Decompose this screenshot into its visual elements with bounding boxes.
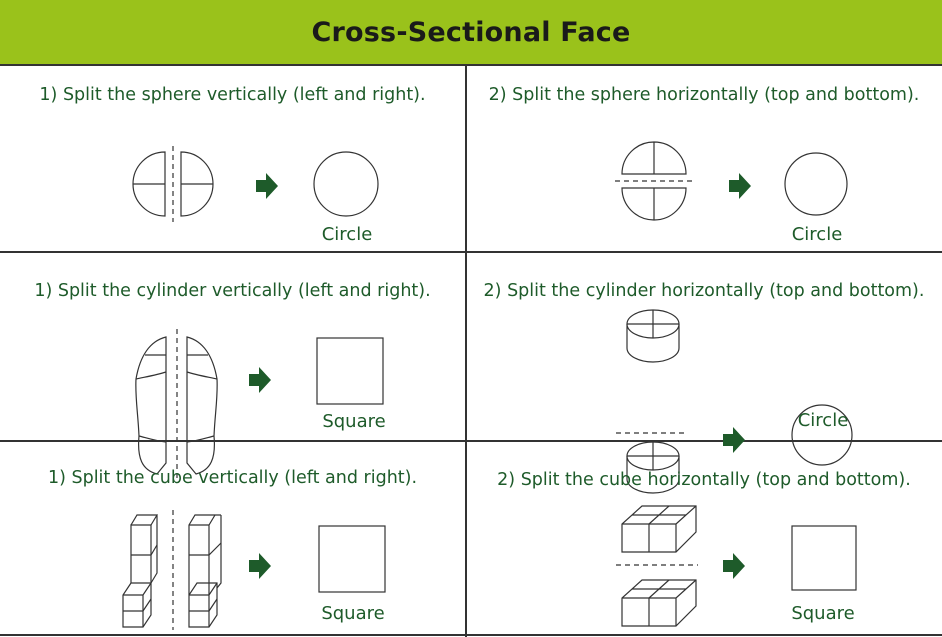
- sphere-horizontal-illustration: [615, 141, 848, 221]
- left-hemisphere: [132, 151, 166, 217]
- result-circle: [784, 152, 848, 216]
- cell-title: 2) Split the cube horizontally (top and …: [497, 470, 911, 490]
- result-square: [318, 525, 386, 593]
- result-label: Circle: [791, 224, 843, 245]
- result-label: Square: [322, 411, 386, 432]
- cell-title: 2) Split the sphere horizontally (top an…: [488, 85, 920, 105]
- grid-divider-row2: [0, 440, 942, 442]
- cylinder-vertical-illustration: [135, 329, 384, 479]
- result-square: [791, 525, 857, 591]
- cube-horizontal-illustration: [616, 505, 857, 627]
- grid-divider-row1: [0, 251, 942, 253]
- arrow-icon: [723, 427, 745, 453]
- arrow-icon: [256, 173, 278, 199]
- left-half-cylinder: [135, 336, 167, 475]
- cell-cylinder-vertical: 1) Split the cylinder vertically (left a…: [0, 251, 465, 479]
- cell-sphere-vertical: 1) Split the sphere vertically (left and…: [0, 64, 465, 251]
- top-slab: [621, 505, 697, 553]
- arrow-icon: [249, 367, 271, 393]
- cell-sphere-horizontal: 2) Split the sphere horizontally (top an…: [466, 64, 942, 251]
- result-circle: [313, 151, 379, 217]
- cube-vertical-illustration: [122, 510, 386, 630]
- sphere-vertical-illustration: [132, 146, 379, 222]
- header-bar: Cross-Sectional Face: [0, 0, 942, 64]
- arrow-icon: [723, 553, 745, 579]
- cell-cylinder-horizontal: 2) Split the cylinder horizontally (top …: [466, 251, 942, 494]
- grid-divider-bottom: [0, 634, 942, 636]
- grid-divider-top: [0, 64, 942, 66]
- diagram-grid: 1) Split the sphere vertically (left and…: [0, 64, 942, 637]
- cell-title: 1) Split the cylinder vertically (left a…: [34, 281, 431, 301]
- right-hemisphere: [180, 151, 214, 217]
- cell-title: 1) Split the sphere vertically (left and…: [39, 85, 426, 105]
- arrow-icon: [729, 173, 751, 199]
- right-half-cylinder: [186, 336, 218, 475]
- cell-cube-horizontal: 2) Split the cube horizontally (top and …: [466, 440, 942, 634]
- bottom-hemisphere: [621, 187, 687, 221]
- cell-title: 2) Split the cylinder horizontally (top …: [483, 281, 925, 301]
- cell-title: 1) Split the cube vertically (left and r…: [47, 468, 418, 488]
- result-label-cylinder-horizontal: Circle: [797, 410, 849, 431]
- result-label: Circle: [321, 224, 373, 245]
- grid-divider-vertical: [465, 64, 467, 637]
- page-title: Cross-Sectional Face: [311, 16, 631, 48]
- result-circle: [791, 404, 853, 466]
- cylinder-horizontal-illustration: [616, 309, 853, 494]
- result-label: Square: [321, 603, 385, 624]
- top-hemisphere: [621, 141, 687, 175]
- arrow-icon: [249, 553, 271, 579]
- result-label: Square: [791, 603, 855, 624]
- result-square: [316, 337, 384, 405]
- cell-cube-vertical: 1) Split the cube vertically (left and r…: [0, 440, 465, 634]
- bottom-slab: [621, 579, 697, 627]
